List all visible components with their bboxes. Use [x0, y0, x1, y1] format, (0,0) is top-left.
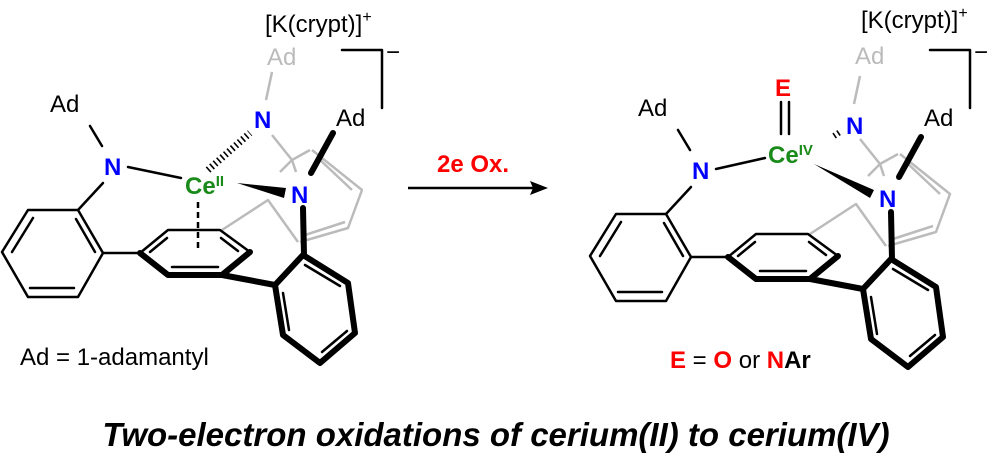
reaction-arrow: 2e Ox. — [408, 151, 548, 195]
bond — [714, 156, 767, 171]
e-label: E — [775, 75, 791, 102]
nitrogen-label: N — [846, 113, 863, 140]
ad-definition: Ad = 1-adamantyl — [20, 344, 209, 371]
wedge-bond — [237, 183, 286, 198]
complex-charge: − — [974, 39, 988, 66]
complex-charge: − — [386, 39, 400, 66]
nitrogen-label: N — [254, 107, 271, 134]
ad-label: Ad — [336, 105, 365, 132]
ad-label-back: Ad — [855, 43, 884, 70]
hashed-bond — [832, 129, 842, 139]
product-cerium-iv-complex: [K(crypt)]+ − Ad N Ad N Ad N E CeIV E = … — [590, 5, 988, 374]
reactant-cerium-ii-complex: [K(crypt)]+ − Ad N Ad N Ad N CeII Ad = 1… — [2, 9, 400, 371]
counterion-label: [K(crypt)]+ — [265, 9, 372, 38]
wedge-bond — [814, 164, 874, 198]
metal-label: CeII — [185, 173, 224, 200]
hashed-bond — [205, 130, 253, 173]
ad-label-back: Ad — [267, 44, 296, 71]
nitrogen-label: N — [104, 154, 121, 181]
bracket — [928, 48, 972, 110]
e-definition: E = O or NAr — [670, 347, 811, 374]
nitrogen-label: N — [291, 182, 308, 209]
figure-title: Two-electron oxidations of cerium(II) to… — [102, 416, 889, 453]
double-bond — [779, 100, 791, 136]
nitrogen-label: N — [879, 186, 896, 213]
counterion-label: [K(crypt)]+ — [861, 5, 968, 34]
bond — [126, 165, 183, 180]
metal-label: CeIV — [768, 142, 813, 169]
ad-label: Ad — [924, 105, 953, 132]
bracket — [340, 48, 384, 110]
reagent-label: 2e Ox. — [437, 151, 509, 178]
ad-label: Ad — [638, 95, 667, 122]
ad-label: Ad — [50, 91, 79, 118]
nitrogen-label: N — [692, 158, 709, 185]
